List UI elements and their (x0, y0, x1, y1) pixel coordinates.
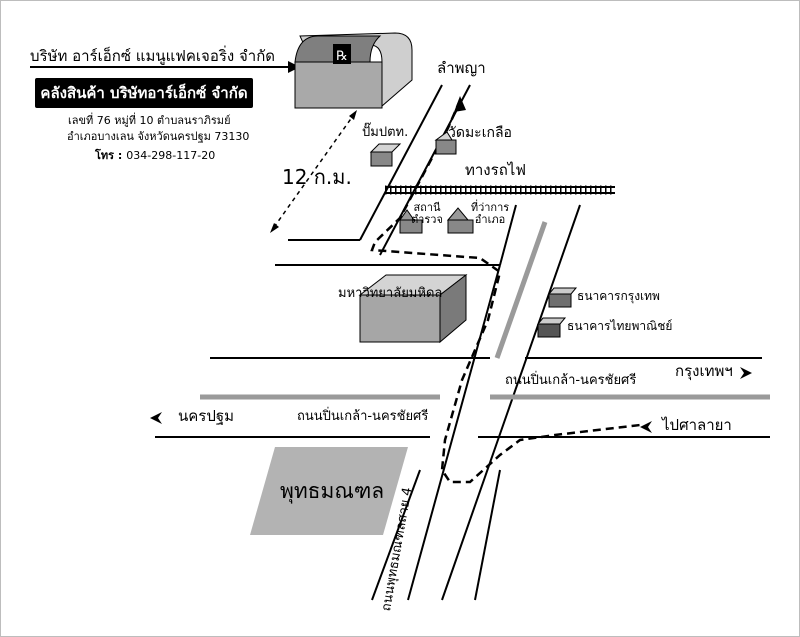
rx-logo: ℞ (336, 49, 348, 64)
phone-row: โทร :034-298-117-20 (95, 149, 216, 162)
bangkok-arrow (740, 367, 752, 379)
label-road-east: ถนนปิ่นเกล้า-นครชัยศรี (505, 373, 637, 388)
label-bangkok-bank: ธนาคารกรุงเทพ (577, 289, 660, 303)
label-police-l2: ตำรวจ (411, 212, 443, 226)
label-mahidol: มหาวิทยาลัยมหิดล (338, 286, 443, 301)
sai4-road-lower (371, 469, 421, 601)
company-name: บริษัท อาร์เอ็กซ์ แมนูแฟคเจอริ่ง จำกัด (30, 47, 276, 65)
distance-arrow (349, 110, 357, 120)
route-path (370, 99, 641, 484)
label-ptt: ปั๊มปตท. (362, 125, 409, 140)
temple-building-icon (434, 131, 457, 155)
label-nakhon-pathom: นครปฐม (178, 407, 235, 425)
label-police-l1: สถานี (413, 201, 441, 214)
buddhamonthon-area (250, 447, 408, 535)
distance-label: 12 ก.ม. (282, 165, 352, 189)
address-line-1: เลขที่ 76 หมู่ที่ 10 ตำบลนราภิรมย์ (68, 114, 231, 127)
label-scb: ธนาคารไทยพาณิชย์ (567, 319, 673, 333)
warehouse-building-icon: ℞ (294, 32, 413, 109)
label-lampaya: ลำพญา (437, 59, 486, 77)
median-strip (494, 221, 548, 359)
district-road (499, 204, 517, 266)
warehouse-label: คลังสินค้า บริษัทอาร์เอ็กซ์ จำกัด (35, 78, 253, 108)
company-arrow-head (288, 61, 300, 73)
address-line-2: อำเภอบางเลน จังหวัดนครปฐม 73130 (67, 130, 250, 143)
label-bangkok: กรุงเทพฯ (675, 362, 733, 380)
label-police: สถานีตำรวจ (410, 202, 444, 225)
label-railway: ทางรถไฟ (465, 161, 526, 179)
label-road-west: ถนนปิ่นเกล้า-นครชัยศรี (297, 409, 429, 424)
label-district-l1: ที่ว่าการ (470, 201, 510, 214)
distance-arrow (270, 223, 279, 233)
phone-number: 034-298-117-20 (126, 149, 216, 162)
police-station-icon (399, 209, 423, 234)
nakhon-arrow (150, 412, 162, 424)
label-district: ที่ว่าการอำเภอ (470, 202, 510, 225)
district-office-icon (446, 207, 474, 234)
ptt-building-icon (369, 143, 402, 167)
mahidol-building-icon (358, 273, 468, 344)
bangkok-bank-icon (547, 287, 578, 308)
label-buddhamonthon: พุทธมณฑล (280, 479, 385, 503)
label-salaya: ไปศาลายา (662, 416, 732, 434)
sai4-road-edge (441, 204, 581, 601)
sai4-road-lower (474, 469, 501, 601)
sai4-road-edge (407, 264, 501, 601)
scb-bank-icon (536, 317, 567, 338)
label-district-l2: อำเภอ (474, 212, 506, 226)
route-arrow-up (454, 96, 466, 112)
label-temple: วัดมะเกลือ (448, 125, 512, 141)
lampaya-road-edge (359, 84, 443, 241)
phone-label: โทร : (95, 149, 123, 162)
salaya-arrow (640, 421, 652, 433)
